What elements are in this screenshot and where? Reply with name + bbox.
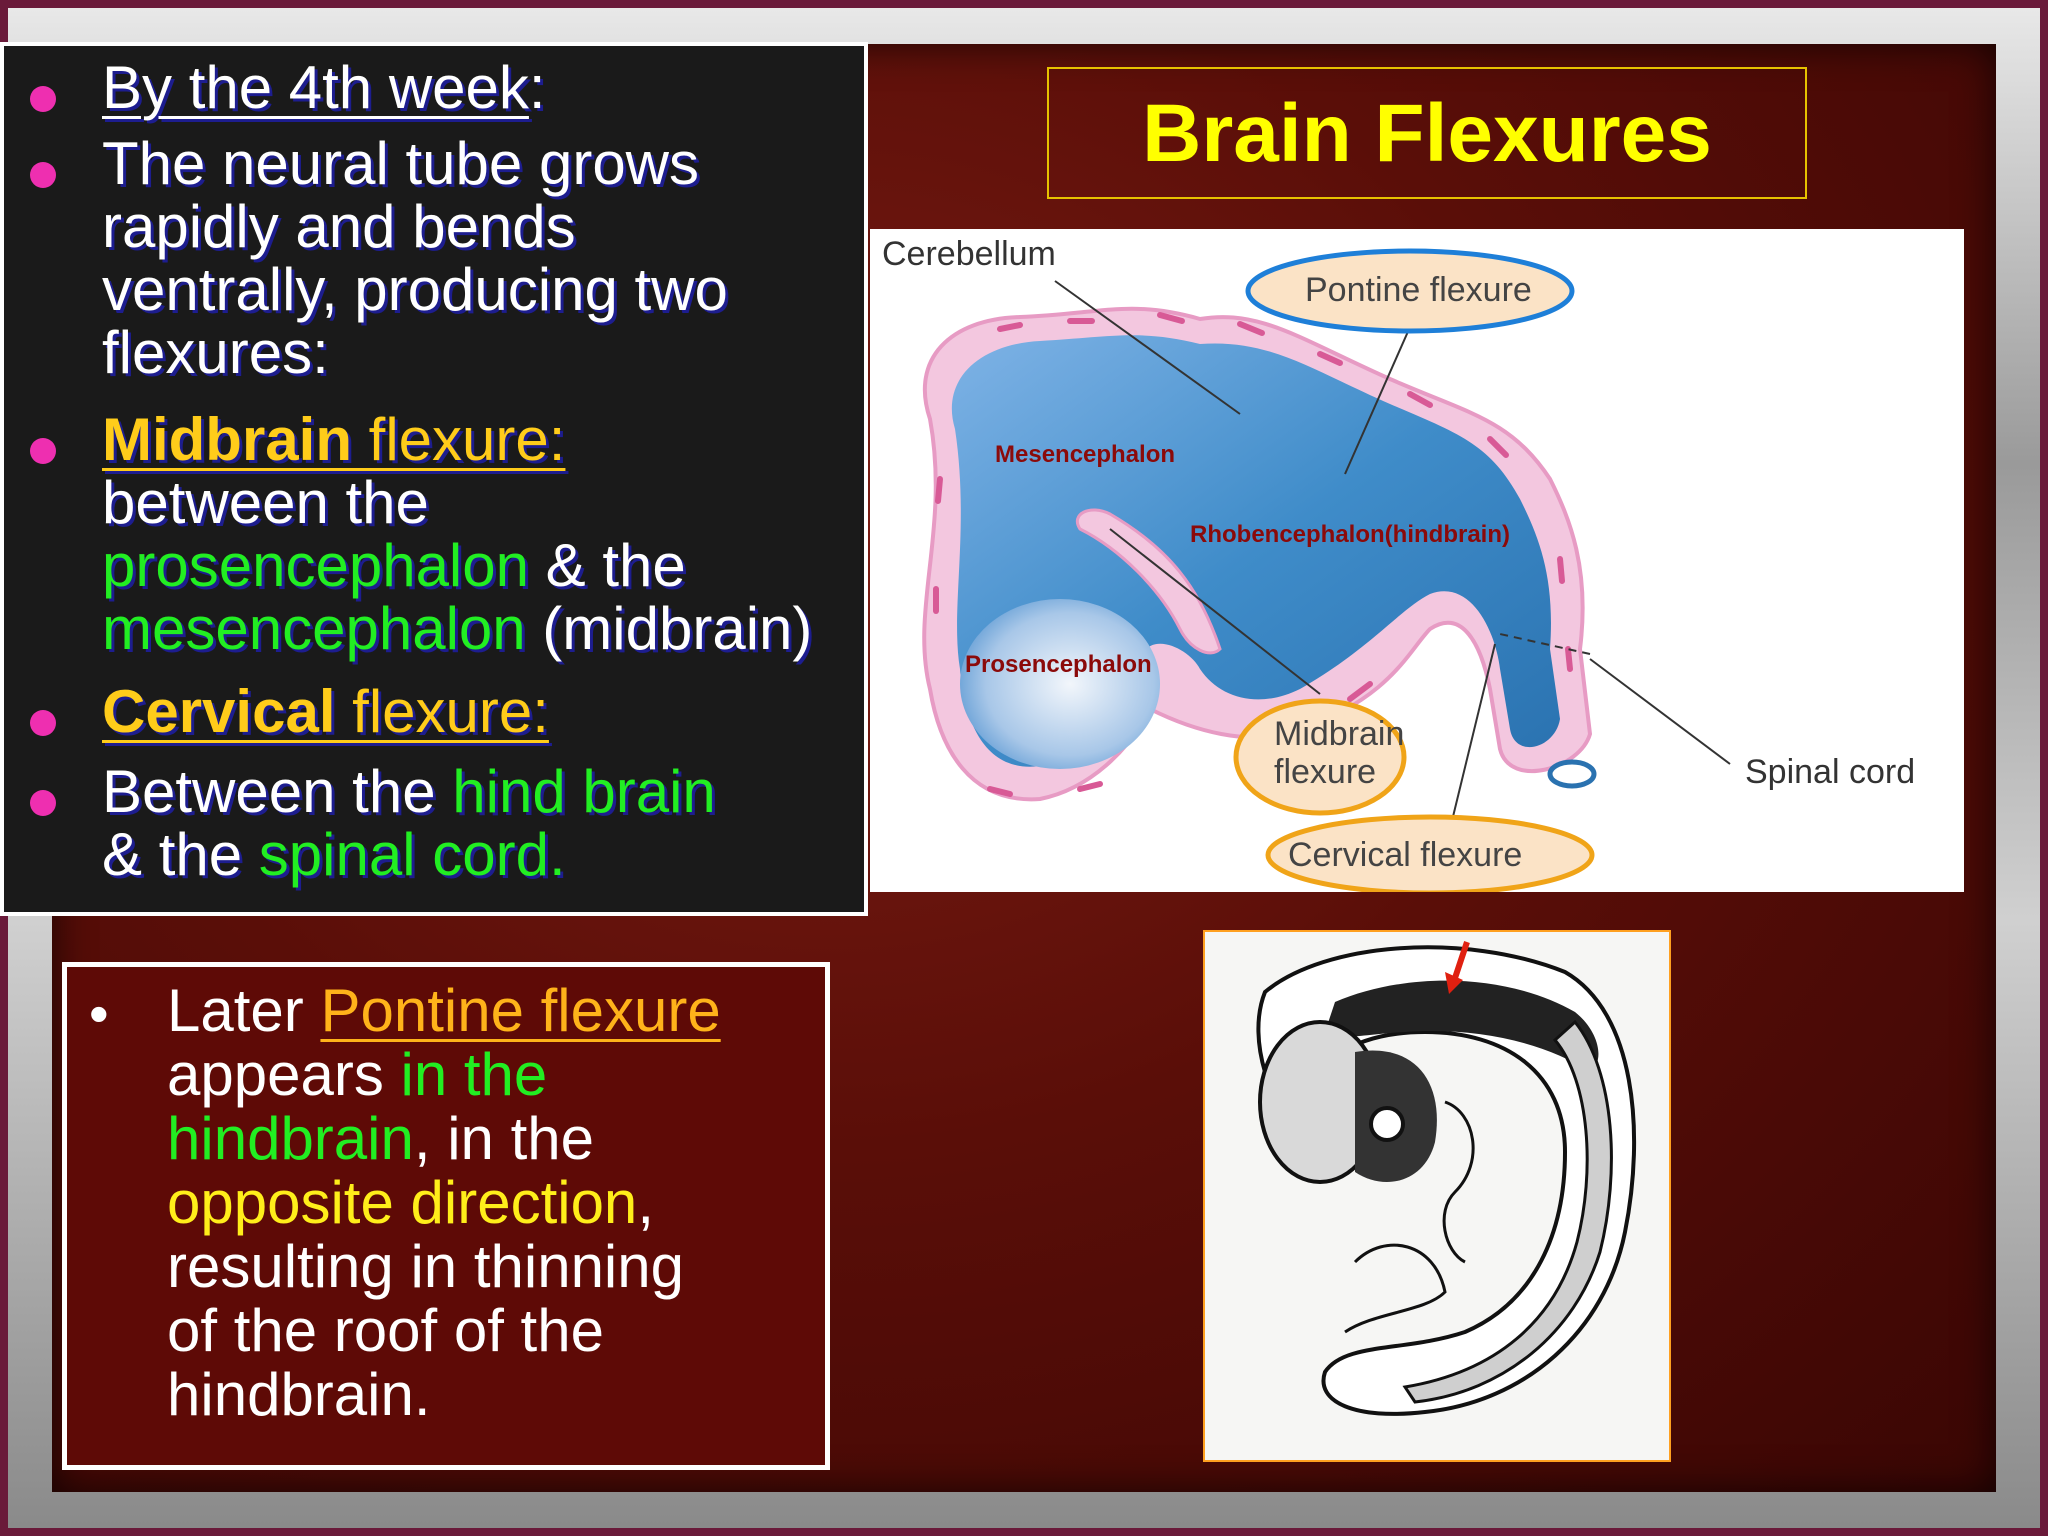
embryo-svg	[1256, 941, 1637, 1416]
intro-text-box: By the 4th week: The neural tube grows r…	[0, 42, 868, 916]
eye-circle	[1369, 1106, 1405, 1142]
midbrain-fold	[1076, 508, 1222, 655]
opposite-direction-term: opposite direction	[167, 1169, 638, 1236]
midbrain-flexure-label-2: flexure	[1274, 753, 1376, 791]
heart-curve	[1344, 1243, 1447, 1334]
neural-tube-line-3: ventrally, producing two	[102, 256, 728, 323]
pontine-flexure-oval	[1245, 248, 1575, 334]
spinal-cord-lumen	[1547, 759, 1597, 789]
embryo-illustration	[1203, 930, 1671, 1462]
bullet-dot	[30, 710, 56, 736]
red-arrow-shaft	[1452, 941, 1470, 979]
cervical-term: Cervical	[102, 678, 336, 745]
neural-tube-line-2: rapidly and bends	[102, 193, 576, 260]
title-box: Brain Flexures	[1047, 67, 1807, 199]
spinal-band	[1402, 1019, 1613, 1404]
pontine-flexure-box: • Later Pontine flexure appears in the h…	[62, 962, 830, 1470]
slide-title: Brain Flexures	[1142, 88, 1712, 179]
mesencephalon-term: mesencephalon	[102, 595, 526, 662]
midbrain-flexure-oval	[1233, 698, 1407, 816]
cervical-flexure-label: Cervical flexure	[1288, 836, 1522, 874]
cerebellum-label: Cerebellum	[882, 235, 1056, 273]
embryo-outline	[1256, 945, 1637, 1416]
leader-lines	[1054, 280, 1731, 830]
spinal-cord-term: spinal cord.	[258, 821, 566, 888]
later-bullet: •	[89, 982, 109, 1045]
mesencephalon-label: Mesencephalon	[995, 441, 1175, 468]
midbrain-flexure-label-1: Midbrain	[1274, 715, 1404, 753]
rhombencephalon-label: Rhobencephalon(hindbrain)	[1190, 521, 1510, 548]
bullet-dot	[30, 438, 56, 464]
hind-brain-term: hind brain	[452, 758, 716, 825]
neural-tube-line-1: The neural tube grows	[102, 130, 700, 197]
cervical-flexure-oval	[1265, 814, 1595, 892]
bullet-dot	[30, 162, 56, 188]
pontine-flexure-term: Pontine flexure	[320, 977, 721, 1044]
bullet-dot	[30, 790, 56, 816]
midbrain-line-2: between the	[102, 469, 429, 536]
red-arrow-head	[1445, 972, 1463, 994]
later-line-6: of the roof of the	[167, 1297, 604, 1364]
brain-diagram-svg: Cerebellum Pontine flexure Mesencephalon…	[882, 235, 1915, 892]
week-heading: By the 4th week	[102, 54, 529, 121]
hindbrain-term: hindbrain	[167, 1105, 414, 1172]
brain-flexure-diagram: Cerebellum Pontine flexure Mesencephalon…	[870, 229, 1964, 892]
later-line-5: resulting in thinning	[167, 1233, 685, 1300]
hindbrain-band	[1325, 980, 1599, 1072]
neural-tube-line-4: flexures:	[102, 319, 329, 386]
spinal-cord-label: Spinal cord	[1745, 753, 1915, 791]
later-line-7: hindbrain.	[167, 1361, 431, 1428]
prosencephalon-label: Prosencephalon	[965, 651, 1152, 678]
pharyngeal-curve	[1442, 1100, 1475, 1264]
pontine-flexure-label: Pontine flexure	[1305, 271, 1532, 309]
midbrain-term: Midbrain	[102, 406, 352, 473]
prosencephalon-term: prosencephalon	[102, 532, 530, 599]
prosencephalon-shape	[960, 599, 1160, 769]
bullet-dot	[30, 86, 56, 112]
